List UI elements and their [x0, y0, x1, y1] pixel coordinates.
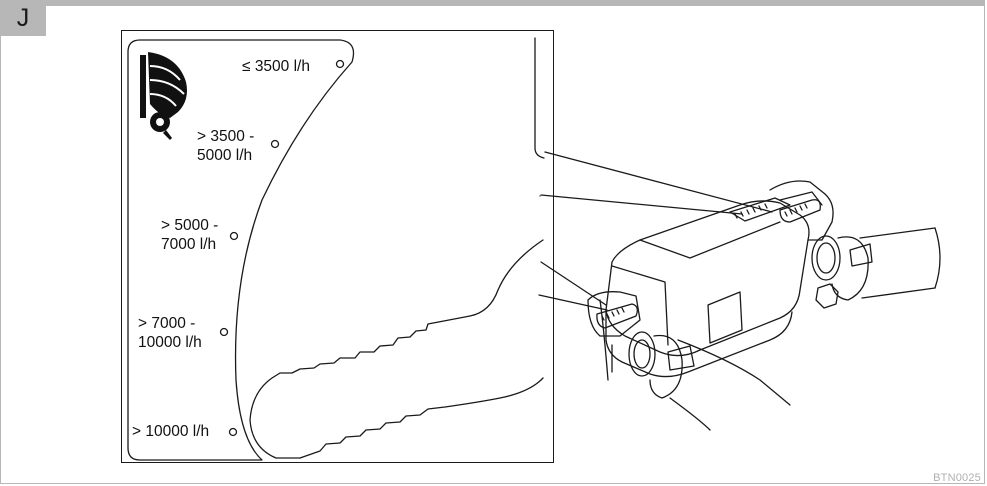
right-clamp-screw	[849, 243, 873, 267]
left-clamp-screw	[667, 345, 695, 371]
marker-dot-1	[335, 59, 345, 69]
leader-line-3	[540, 261, 607, 306]
flow-label-3-line1: > 5000 -	[161, 217, 219, 234]
rear-slider	[779, 199, 821, 223]
left-connector-ring-inner	[633, 339, 651, 369]
flow-label-2-line1: > 3500 -	[197, 128, 255, 145]
flow-label-3: > 5000 - 7000 l/h	[161, 216, 218, 254]
flow-label-3-line2: 7000 l/h	[161, 236, 217, 253]
flow-label-1-line1: ≤ 3500 l/h	[242, 58, 310, 75]
flow-label-4-line2: 10000 l/h	[138, 334, 202, 351]
left-hose	[669, 339, 791, 431]
device-scale-ticks	[734, 203, 768, 219]
right-hose	[859, 227, 936, 299]
device-nut	[815, 283, 839, 309]
front-slider	[596, 303, 638, 329]
inset-body-lower	[299, 377, 544, 459]
flow-label-1: ≤ 3500 l/h	[242, 57, 310, 76]
flow-label-2: > 3500 - 5000 l/h	[197, 127, 254, 165]
device-front-panel	[611, 265, 669, 346]
marker-dot-2	[270, 139, 280, 149]
front-slider-ticks	[601, 307, 625, 321]
right-connector-ring	[811, 235, 841, 281]
flow-label-4: > 7000 - 10000 l/h	[138, 314, 202, 352]
inset-body-upper	[249, 239, 544, 459]
front-hood	[587, 291, 641, 337]
rear-slider-ticks	[784, 203, 808, 217]
rear-hood	[769, 180, 834, 241]
flow-label-2-line2: 5000 l/h	[197, 147, 253, 164]
device-top-ridge	[639, 221, 781, 259]
marker-dot-3	[229, 231, 239, 241]
device-body-side	[605, 309, 793, 378]
hose-cable	[599, 299, 609, 381]
housing-edge	[534, 37, 545, 159]
device-scale-window	[729, 197, 791, 222]
flow-label-5: > 10000 l/h	[132, 422, 209, 441]
marker-dot-5	[228, 427, 238, 437]
pond-fish-icon	[140, 52, 187, 140]
marker-dot-4	[219, 327, 229, 337]
right-hose-end	[934, 227, 941, 289]
right-connector-ring-inner	[816, 242, 836, 274]
device-window	[707, 291, 743, 344]
leader-line-1	[544, 151, 773, 213]
flow-label-4-line1: > 7000 -	[138, 315, 196, 332]
leader-line-4	[538, 294, 608, 311]
device-body-top	[605, 200, 810, 357]
left-connector-ring	[628, 331, 656, 377]
left-clamp	[649, 334, 683, 399]
reference-code: BTN0025	[933, 472, 981, 484]
detail-panel	[121, 30, 554, 463]
leader-line-2	[540, 194, 743, 215]
flow-label-5-line1: > 10000 l/h	[132, 423, 210, 440]
figure-letter: J	[0, 0, 46, 36]
scale-plate-outline	[127, 39, 355, 461]
